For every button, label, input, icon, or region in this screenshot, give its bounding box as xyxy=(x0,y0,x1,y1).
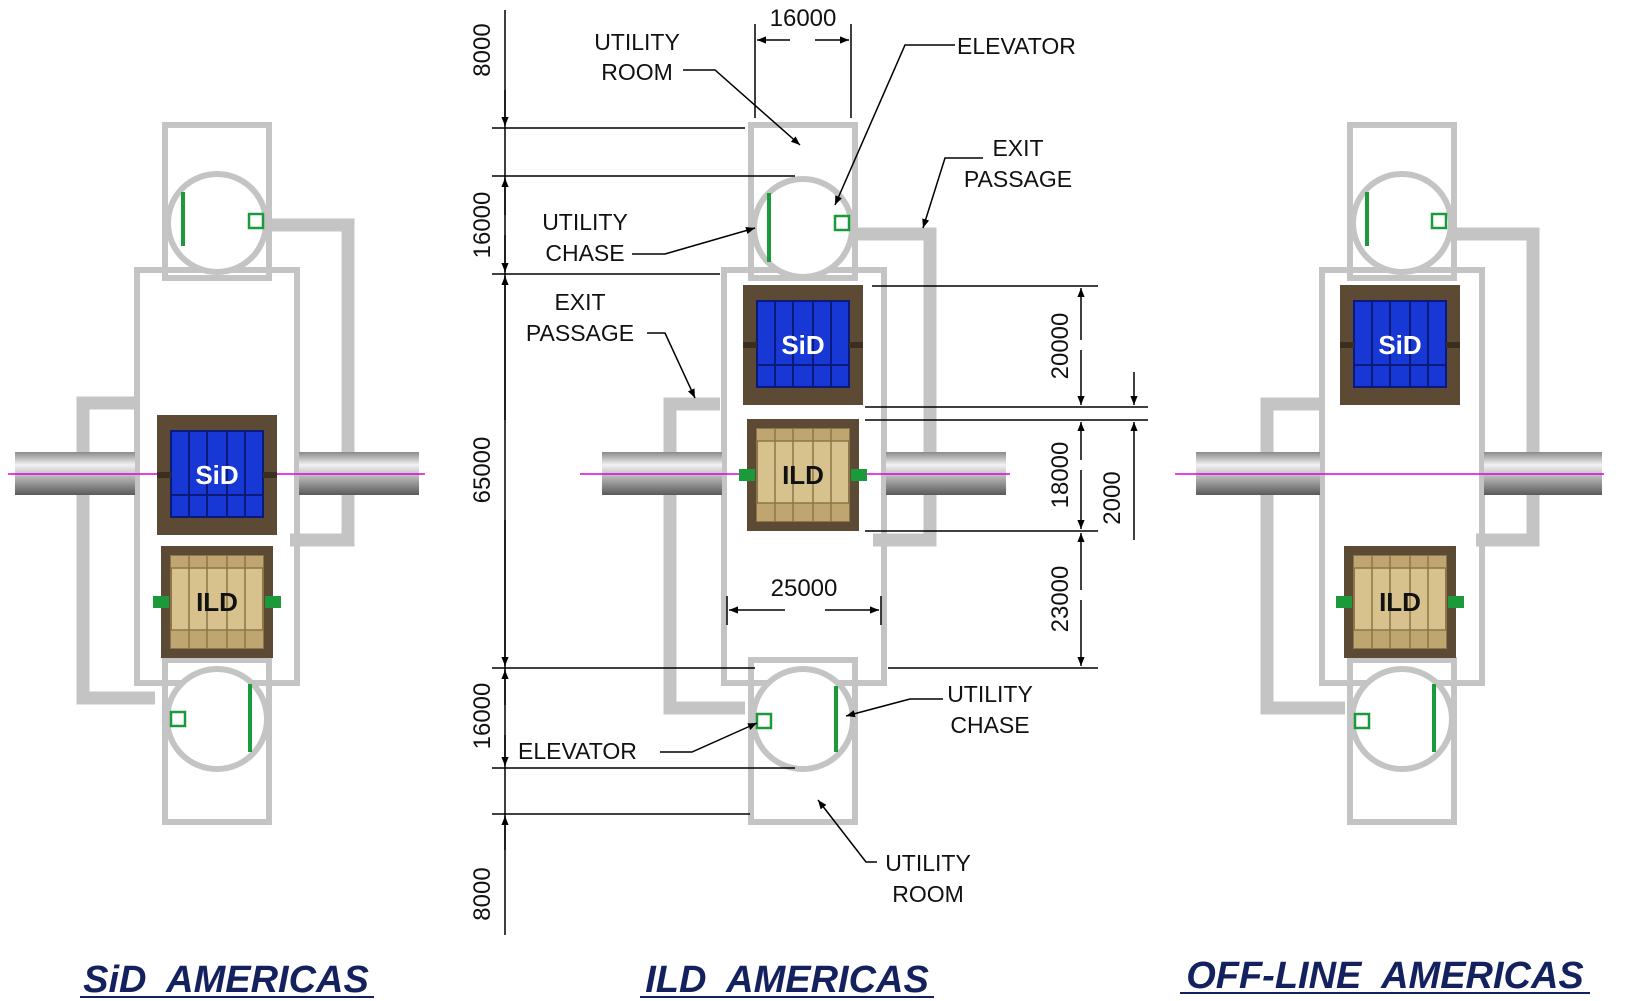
elevator-top xyxy=(247,212,265,230)
exit-passage-left xyxy=(76,396,155,705)
label-exit-passage-right-2: PASSAGE xyxy=(964,166,1072,192)
label-exit-passage-right-1: EXIT xyxy=(992,135,1043,161)
shaft-bottom xyxy=(164,666,270,772)
utility-room-top xyxy=(162,122,272,281)
ild-detector-label: ILD xyxy=(1379,587,1421,617)
sid-detector: SiD xyxy=(1339,284,1461,406)
label-utility-room-bottom-2: ROOM xyxy=(892,881,964,907)
dim-hall-width: 25000 xyxy=(771,575,838,602)
dim-sid-depth: 20000 xyxy=(1047,313,1074,380)
shaft-top xyxy=(165,171,269,275)
label-exit-passage-left-2: PASSAGE xyxy=(526,320,634,346)
label-utility-chase-top-1: UTILITY xyxy=(542,209,628,235)
sid-detector-label: SiD xyxy=(781,330,824,360)
sid-detector: SiD xyxy=(742,284,864,406)
sid-detector: SiD xyxy=(156,414,278,536)
dim-bottom-shaft: 16000 xyxy=(469,683,496,750)
elevator-top xyxy=(833,214,851,232)
sid-detector-label: SiD xyxy=(1378,330,1421,360)
exit-passage-right xyxy=(262,218,355,547)
label-utility-room-top-1: UTILITY xyxy=(594,29,680,55)
sid-detector-label: SiD xyxy=(195,460,238,490)
dim-width-top: 16000 xyxy=(770,5,837,32)
dim-top-room: 8000 xyxy=(469,23,496,76)
utility-room-top xyxy=(1347,122,1457,281)
shaft-bottom xyxy=(1349,666,1455,772)
label-utility-chase-top-2: CHASE xyxy=(545,240,624,266)
ild-detector: ILD xyxy=(738,418,868,532)
caption-sid-americas: SiD AMERICAS xyxy=(83,959,369,1001)
captions: SiD AMERICAS ILD AMERICAS OFF-LINE AMERI… xyxy=(80,955,1590,1001)
shaft-bottom xyxy=(750,666,856,772)
elevator-bottom xyxy=(169,710,187,728)
label-utility-chase-bottom-2: CHASE xyxy=(950,712,1029,738)
shaft-top xyxy=(1350,171,1454,275)
exit-passage-left xyxy=(663,397,745,715)
dim-remaining: 23000 xyxy=(1047,566,1074,633)
elevator-bottom xyxy=(1353,712,1371,730)
label-utility-chase-bottom-1: UTILITY xyxy=(947,681,1033,707)
dimension-lines xyxy=(492,10,1148,935)
dim-gap: 2000 xyxy=(1099,471,1126,524)
dim-top-shaft: 16000 xyxy=(469,192,496,259)
sid-americas-layout: SiD ILD xyxy=(8,122,425,825)
exit-passage-left xyxy=(1260,397,1345,715)
ild-detector: ILD xyxy=(152,545,282,659)
ild-detector-label: ILD xyxy=(782,460,824,490)
caption-ild-americas: ILD AMERICAS xyxy=(645,959,929,1001)
utility-room-bottom xyxy=(1347,657,1457,825)
label-elevator-bottom: ELEVATOR xyxy=(518,738,637,764)
label-utility-room-top-2: ROOM xyxy=(601,59,673,85)
caption-off-line-americas: OFF-LINE AMERICAS xyxy=(1186,955,1584,997)
elevator-bottom xyxy=(755,712,773,730)
off-line-americas-layout: SiD ILD xyxy=(1175,122,1604,825)
exit-passage-right xyxy=(1450,227,1540,547)
ild-detector: ILD xyxy=(1335,545,1465,659)
label-utility-room-bottom-1: UTILITY xyxy=(885,850,971,876)
dim-hall-length: 65000 xyxy=(469,437,496,504)
exit-passage-right xyxy=(845,227,937,547)
label-elevator-top: ELEVATOR xyxy=(957,33,1076,59)
label-exit-passage-left-1: EXIT xyxy=(554,289,605,315)
ild-detector-label: ILD xyxy=(196,587,238,617)
ild-americas-layout: SiD ILD xyxy=(469,5,1148,935)
utility-room-bottom xyxy=(162,657,272,825)
elevator-top xyxy=(1430,212,1448,230)
leader-lines xyxy=(632,44,983,863)
utility-room-bottom xyxy=(748,657,858,825)
dim-bottom-room: 8000 xyxy=(469,867,496,920)
dim-ild-depth: 18000 xyxy=(1047,442,1074,509)
